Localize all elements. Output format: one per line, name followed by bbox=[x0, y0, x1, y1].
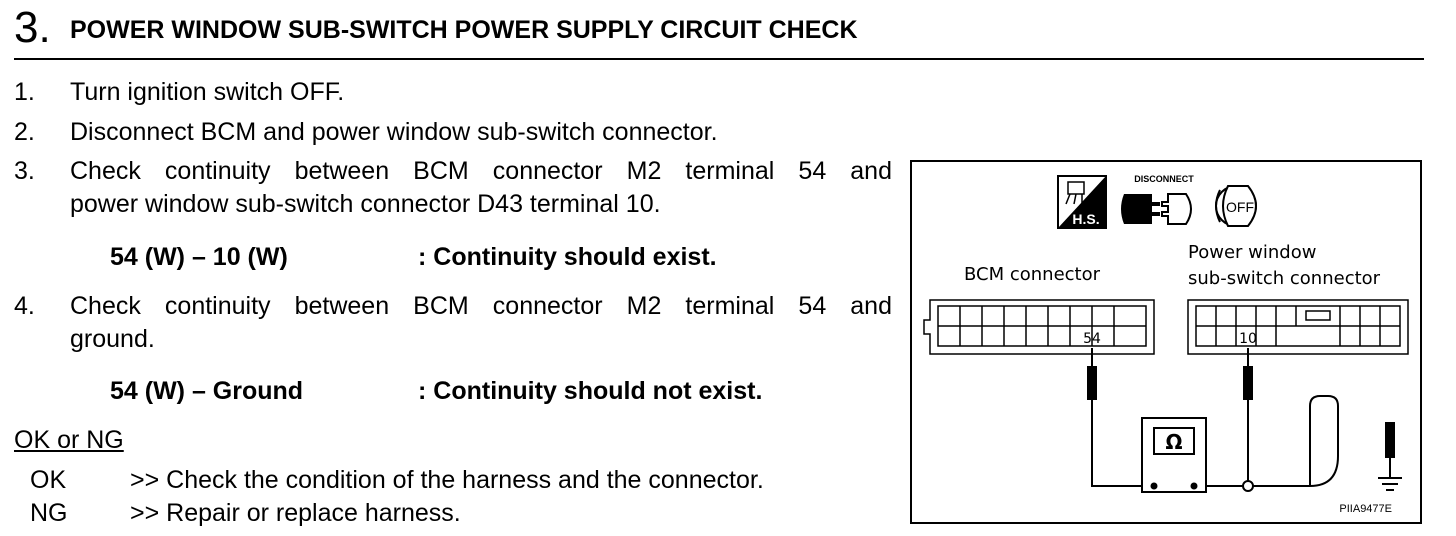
step-item-text-line2: ground. bbox=[70, 325, 155, 353]
ohmmeter-icon: Ω bbox=[1141, 417, 1207, 493]
step-item-number: 1. bbox=[14, 78, 35, 106]
hs-label: H.S. bbox=[1072, 211, 1099, 227]
step-title: POWER WINDOW SUB-SWITCH POWER SUPPLY CIR… bbox=[70, 16, 858, 44]
result-key-ok: OK bbox=[30, 466, 67, 494]
step-item-text-line2: power window sub-switch connector D43 te… bbox=[70, 190, 661, 218]
step-item-number: 2. bbox=[14, 118, 35, 146]
bcm-terminal-label: 54 bbox=[1083, 331, 1101, 347]
off-label: OFF bbox=[1226, 199, 1254, 215]
harness-symbol-icon: H.S. bbox=[1057, 175, 1107, 229]
ok-or-ng-heading: OK or NG bbox=[14, 426, 124, 454]
step-item-text-line1: Check continuity between BCM connector M… bbox=[70, 292, 892, 320]
pw-connector-label-line2: sub-switch connector bbox=[1188, 268, 1381, 289]
disconnect-icon: DISCONNECT bbox=[1121, 174, 1194, 225]
figure-border bbox=[910, 160, 1422, 524]
disconnect-label: DISCONNECT bbox=[1134, 174, 1194, 184]
condition-result: : Continuity should not exist. bbox=[418, 377, 763, 405]
step-item-number: 3. bbox=[14, 157, 35, 185]
result-text-ok: >> Check the condition of the harness an… bbox=[130, 466, 764, 494]
junction-node bbox=[1242, 480, 1254, 492]
condition-result: : Continuity should exist. bbox=[418, 243, 717, 271]
probe-pw bbox=[1243, 366, 1253, 400]
probe-bcm bbox=[1087, 366, 1097, 400]
pw-sub-switch-connector bbox=[1187, 299, 1409, 355]
bcm-connector bbox=[923, 299, 1155, 355]
step-item: 3. Check continuity between BCM connecto… bbox=[14, 155, 894, 225]
step-item-text: Turn ignition switch OFF. bbox=[70, 78, 345, 106]
probe-ground bbox=[1385, 422, 1395, 458]
condition-measure: 54 (W) – 10 (W) bbox=[110, 243, 288, 271]
pw-connector-label-line1: Power window bbox=[1188, 242, 1316, 263]
figure-id: PIIA9477E bbox=[1339, 503, 1392, 515]
ground-icon bbox=[1378, 458, 1402, 491]
step-number: 3. bbox=[14, 3, 51, 52]
step-item-number: 4. bbox=[14, 292, 35, 320]
step-item: 4. Check continuity between BCM connecto… bbox=[14, 290, 894, 360]
step-item-text-line1: Check continuity between BCM connector M… bbox=[70, 157, 892, 185]
title-rule bbox=[14, 58, 1424, 60]
result-key-ng: NG bbox=[30, 499, 68, 527]
test-leads bbox=[1091, 348, 1339, 487]
bcm-connector-label: BCM connector bbox=[964, 264, 1101, 285]
condition-measure: 54 (W) – Ground bbox=[110, 377, 304, 405]
ignition-off-icon: OFF bbox=[1215, 185, 1257, 227]
step-item-text: Disconnect BCM and power window sub-swit… bbox=[70, 118, 718, 146]
result-text-ng: >> Repair or replace harness. bbox=[130, 499, 461, 527]
circuit-diagram: H.S. DISCONNECT OFF BCM connector Power … bbox=[910, 160, 1422, 524]
pw-terminal-label: 10 bbox=[1239, 331, 1257, 347]
ohm-symbol: Ω bbox=[1165, 430, 1182, 454]
